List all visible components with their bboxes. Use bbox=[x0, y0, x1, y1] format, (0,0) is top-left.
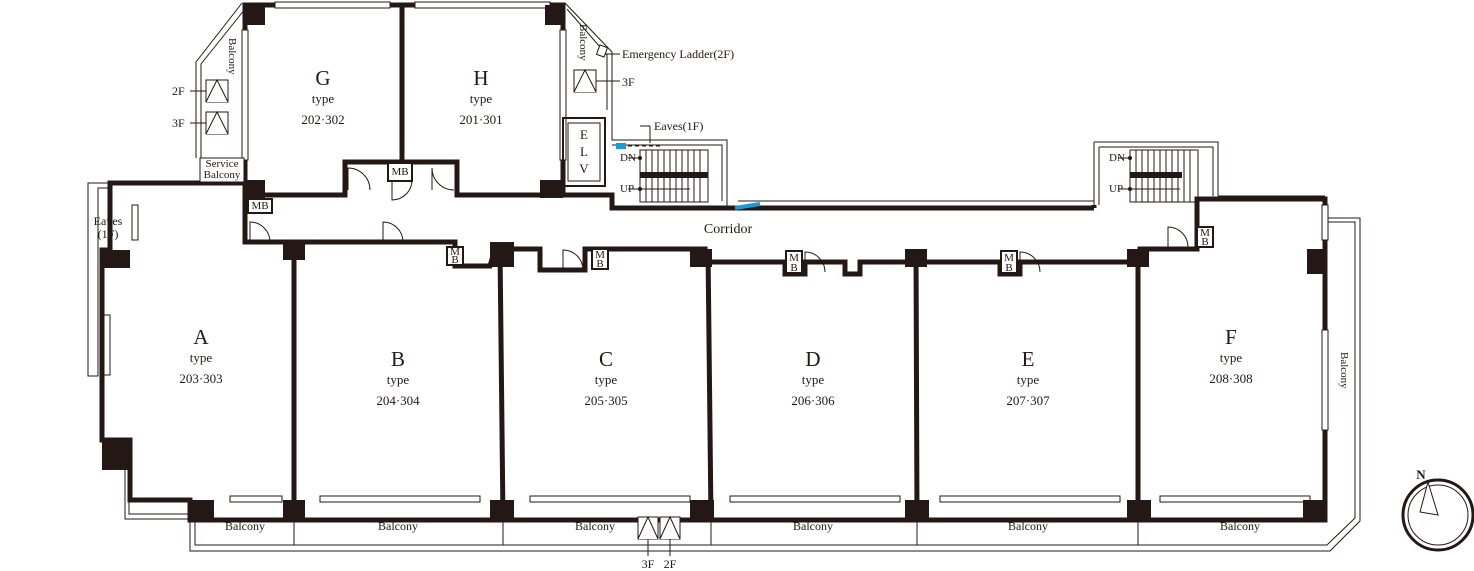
floor-marker: 3F bbox=[172, 116, 185, 130]
unit-type: type bbox=[386, 372, 410, 387]
unit-rooms: 204·304 bbox=[376, 393, 420, 408]
balcony-label: Balcony bbox=[225, 519, 265, 533]
unit-rooms: 203·303 bbox=[179, 371, 223, 386]
elevator-label: E bbox=[580, 127, 588, 142]
mb-label: M bbox=[1004, 252, 1014, 264]
unit-letter: A bbox=[193, 325, 209, 349]
eaves-top-inner bbox=[612, 144, 723, 201]
stair-dn-label: DN bbox=[620, 152, 636, 164]
unit-type: type bbox=[311, 91, 335, 106]
mb-label: M bbox=[450, 246, 460, 258]
right-stair-rail bbox=[1093, 141, 1219, 205]
floor-marker: 2F bbox=[172, 84, 185, 98]
balcony-partitions bbox=[293, 521, 1139, 545]
balcony-label: Balcony bbox=[793, 519, 833, 533]
unit-letter: D bbox=[805, 347, 821, 371]
left-tower-rail-inner bbox=[200, 8, 246, 158]
eaves-label: Eaves bbox=[93, 214, 123, 228]
elevator-shaft bbox=[562, 117, 606, 187]
unit-letter: H bbox=[473, 66, 489, 90]
north-label: N bbox=[1416, 467, 1426, 482]
unit-type: type bbox=[189, 350, 213, 365]
stair-up-label: UP bbox=[1109, 183, 1124, 195]
emergency-ladder-label: Emergency Ladder(2F) bbox=[622, 47, 735, 61]
unit-rooms: 205·305 bbox=[584, 393, 628, 408]
elevator-label: V bbox=[579, 161, 589, 176]
mb-label: B bbox=[596, 258, 604, 270]
balcony-label: Balcony bbox=[1008, 519, 1048, 533]
right-tower-rail-inner bbox=[566, 8, 608, 110]
balcony-label-vertical: Balcony bbox=[226, 38, 238, 75]
elevator-label: L bbox=[580, 144, 588, 159]
unit-letter: G bbox=[315, 66, 331, 90]
bottom-balcony-rail bbox=[189, 217, 1361, 552]
mb-label: M bbox=[789, 252, 799, 264]
mb-label: B bbox=[451, 254, 459, 266]
unit-rooms: 202·302 bbox=[301, 112, 345, 127]
balcony-label-vertical: Balcony bbox=[1338, 352, 1350, 389]
unit-rooms: 207·307 bbox=[1006, 393, 1050, 408]
balcony-label: Balcony bbox=[1220, 519, 1260, 533]
left-lower-rail-inner bbox=[128, 470, 190, 515]
mb-label: MB bbox=[391, 166, 409, 178]
unit-rooms: 206·306 bbox=[791, 393, 835, 408]
mb-label: B bbox=[1201, 236, 1209, 248]
left-eaves-rail bbox=[87, 182, 108, 377]
balcony-label: Balcony bbox=[575, 519, 615, 533]
unit-letter: C bbox=[598, 347, 614, 371]
stair-dn-label: DN bbox=[1109, 152, 1125, 164]
balcony-label: Balcony bbox=[378, 519, 418, 533]
unit-letter: E bbox=[1021, 347, 1035, 371]
bottom-balcony-rail-inner bbox=[194, 221, 1356, 546]
unit-type: type bbox=[1219, 350, 1243, 365]
unit-letter: F bbox=[1225, 325, 1237, 349]
unit-type: type bbox=[1016, 372, 1040, 387]
left-lower-rail bbox=[124, 470, 190, 520]
floor-marker: 3F bbox=[641, 557, 655, 571]
unit-type: type bbox=[801, 372, 825, 387]
unit-rooms: 201·301 bbox=[459, 112, 503, 127]
unit-rooms: 208·308 bbox=[1209, 371, 1253, 386]
floor-marker: 3F bbox=[622, 75, 635, 89]
eaves-label: Eaves(1F) bbox=[654, 119, 704, 133]
eaves-top bbox=[611, 110, 728, 206]
mb-label: B bbox=[1005, 262, 1013, 274]
corridor-label: Corridor bbox=[703, 222, 753, 237]
eaves-label: (1F) bbox=[97, 227, 119, 241]
left-tower-rail bbox=[195, 2, 243, 158]
mb-label: M bbox=[1200, 227, 1210, 239]
service-balcony-label: Service bbox=[205, 158, 239, 170]
wall-b-c bbox=[497, 248, 506, 521]
unit-type: type bbox=[469, 91, 493, 106]
mb-label: MB bbox=[251, 200, 269, 212]
mb-label: M bbox=[595, 249, 605, 261]
unit-type: type bbox=[594, 372, 618, 387]
service-balcony-label: Balcony bbox=[203, 169, 241, 181]
floor-marker: 2F bbox=[663, 557, 677, 571]
wall-c-d bbox=[705, 248, 714, 521]
right-tower-rail bbox=[564, 2, 613, 110]
stair-up-label: UP bbox=[620, 183, 635, 195]
balcony-label-vertical: Balcony bbox=[577, 24, 589, 61]
unit-letter: B bbox=[390, 347, 406, 371]
right-stair-rail-inner bbox=[1098, 146, 1214, 205]
compass bbox=[1401, 478, 1474, 552]
wall-d-e bbox=[913, 248, 920, 521]
mb-label: B bbox=[790, 262, 798, 274]
